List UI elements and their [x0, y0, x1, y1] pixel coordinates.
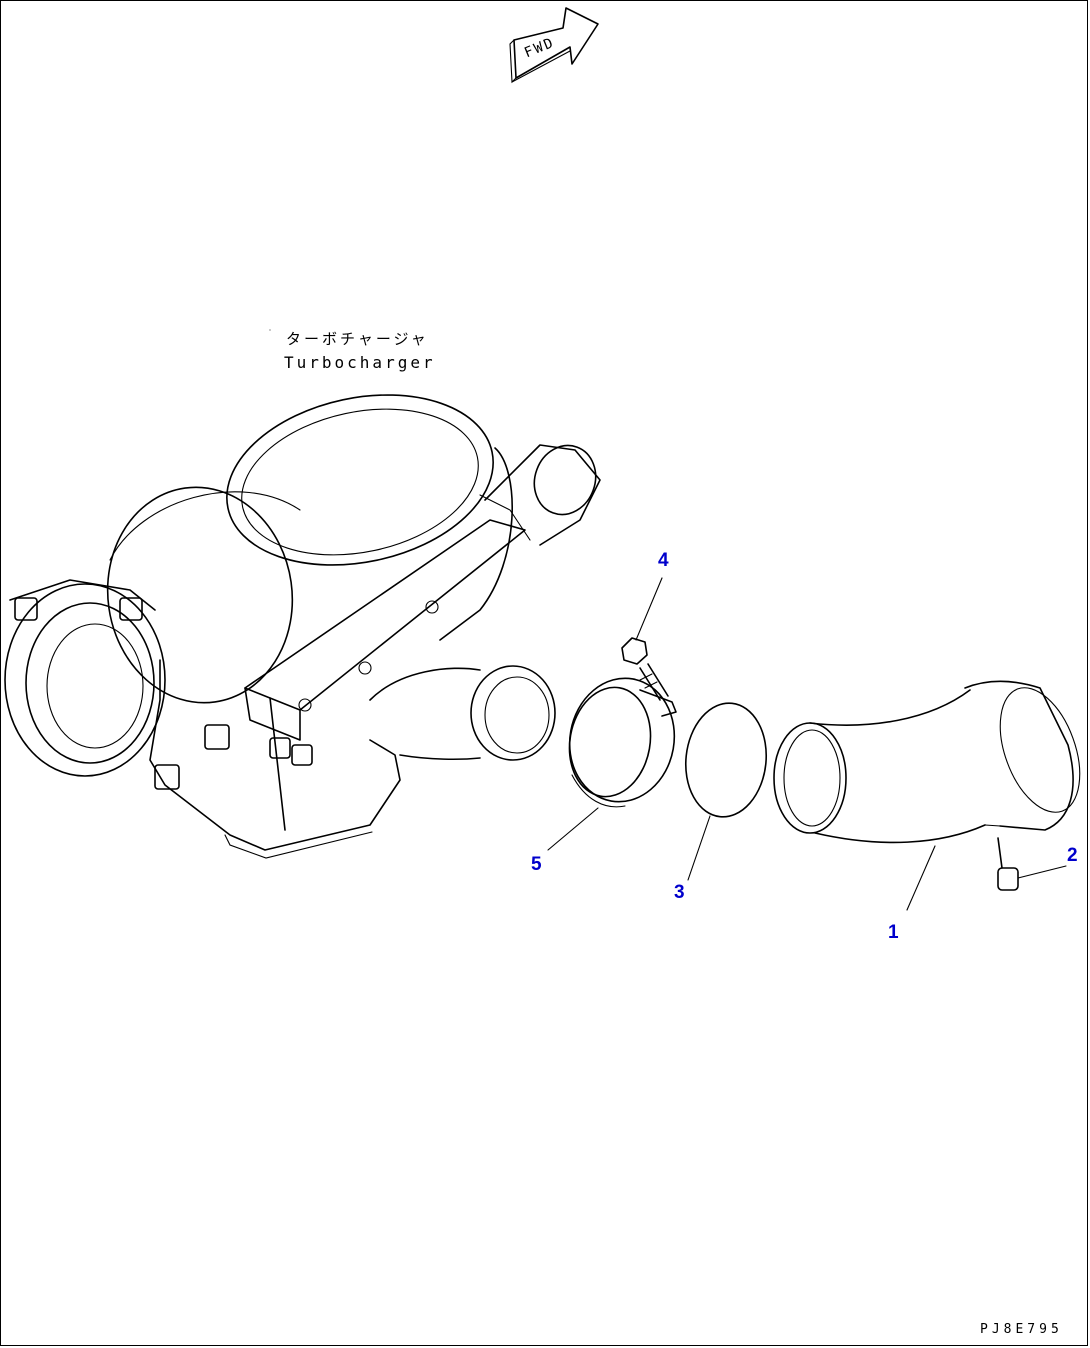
callout-2: 2 [1067, 845, 1078, 866]
part-1-elbow-hose [773, 680, 1081, 844]
callout-3: 3 [674, 882, 685, 903]
part-label-japanese: ターボチャージャ [286, 330, 429, 348]
part-label-english: Turbocharger [284, 353, 436, 372]
drawing-code: PJ8E795 [980, 1322, 1063, 1337]
part-2-plug [997, 837, 1019, 891]
part-3-o-ring [684, 702, 768, 818]
callout-1: 1 [888, 922, 899, 943]
fwd-arrow-icon [509, 7, 599, 84]
callout-5: 5 [531, 854, 542, 875]
leader-lines [547, 577, 1067, 911]
part-5-clamp [568, 677, 677, 808]
turbocharger-drawing [4, 329, 601, 859]
callout-4: 4 [658, 550, 669, 571]
part-4-nut-bolt [621, 637, 669, 701]
